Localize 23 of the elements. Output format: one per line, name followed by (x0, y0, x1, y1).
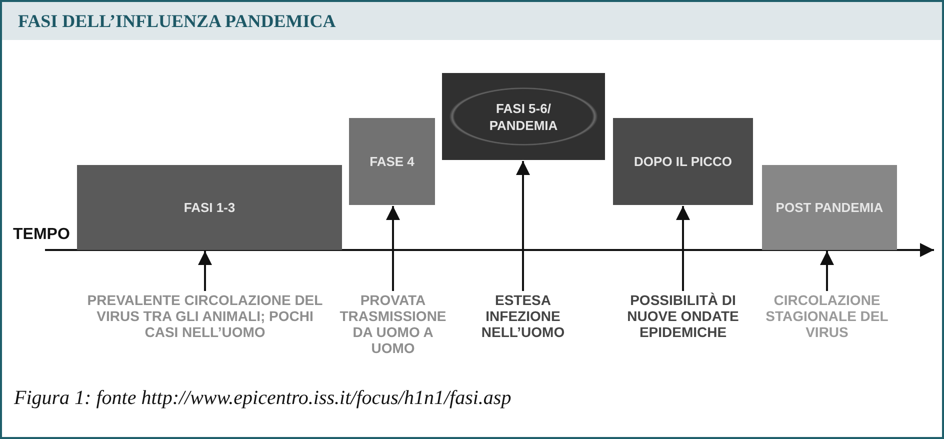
arrow (820, 251, 834, 291)
phase-description: POSSIBILITÀ DI NUOVE ONDATE EPIDEMICHE (623, 292, 743, 340)
arrow (676, 206, 690, 291)
phase-description: PROVATA TRASMISSIONE DA UOMO A UOMO (333, 292, 453, 356)
phase-box (613, 118, 753, 205)
phase-description: ESTESA INFEZIONE NELL’UOMO (468, 292, 578, 340)
axis-label: TEMPO (13, 226, 70, 244)
phase-description: PREVALENTE CIRCOLAZIONE DEL VIRUS TRA GLI ANIMALI; POCHI CASI NELL’UOMO (85, 292, 325, 340)
arrow (198, 251, 212, 291)
phase-description: CIRCOLAZIONE STAGIONALE DEL VIRUS (762, 292, 892, 340)
phase-box (349, 118, 435, 205)
phase-name: DOPO IL PICCO (633, 153, 733, 170)
phase-name: FASI 1-3 (182, 199, 236, 216)
phase-name: FASE 4 (368, 153, 416, 170)
phase-box (77, 165, 342, 250)
arrow (516, 161, 530, 291)
arrow (386, 206, 400, 291)
phase-name: POST PANDEMIA (774, 199, 884, 216)
phase-box (442, 73, 605, 160)
phase-name: FASI 5-6/ PANDEMIA (488, 100, 558, 134)
figure-caption: Figura 1: fonte http://www.epicentro.iss.it/focus/h1n1/fasi.asp (14, 387, 512, 410)
phase-box (762, 165, 897, 250)
diagram-title: FASI DELL’INFLUENZA PANDEMICA (18, 11, 336, 32)
